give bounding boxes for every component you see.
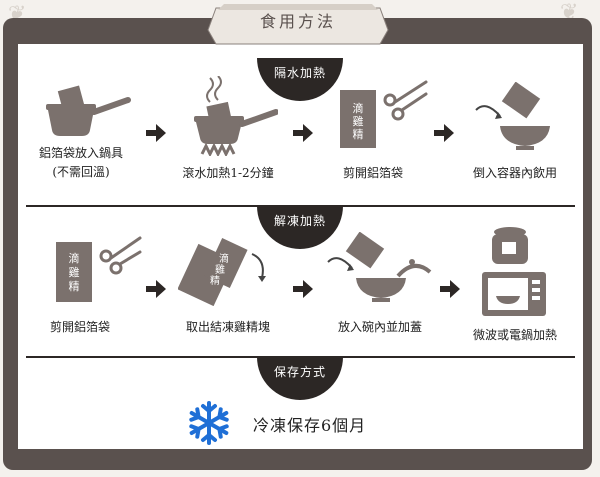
step-label: 鋁箔袋放入鍋具 (不需回溫) bbox=[38, 146, 123, 179]
boiling-pot-icon bbox=[194, 76, 278, 156]
svg-text:雞: 雞 bbox=[69, 265, 80, 279]
storage-text: 冷凍保存6個月 bbox=[253, 416, 367, 435]
step-label: 剪開鋁箔袋 bbox=[342, 166, 403, 180]
bag-label: 滴 bbox=[353, 101, 364, 115]
step-label: 倒入容器內飲用 bbox=[472, 166, 557, 180]
arrow-right-icon bbox=[293, 124, 313, 142]
step-label: 放入碗內並加蓋 bbox=[337, 320, 422, 334]
bowl-with-lid-icon bbox=[327, 232, 432, 302]
bag-scissors-icon: 滴 雞 精 bbox=[340, 80, 428, 148]
svg-text:雞: 雞 bbox=[215, 263, 225, 276]
arrow-right-icon bbox=[293, 280, 313, 298]
arrow-right-icon bbox=[146, 280, 166, 298]
svg-text:精: 精 bbox=[210, 274, 220, 287]
step-label: 剪開鋁箔袋 bbox=[49, 320, 110, 334]
snowflake-icon bbox=[186, 401, 232, 445]
bag-scissors-icon: 滴 雞 精 bbox=[56, 236, 142, 302]
pot-with-bag-icon bbox=[46, 85, 131, 136]
step-label: 微波或電鍋加熱 bbox=[472, 328, 557, 342]
svg-text:滴: 滴 bbox=[69, 251, 80, 265]
frozen-block-icon: 滴 雞 精 bbox=[178, 238, 266, 306]
svg-text:滴: 滴 bbox=[219, 252, 229, 265]
arrow-right-icon bbox=[146, 124, 166, 142]
title-banner: 食用方法 bbox=[206, 0, 390, 50]
rice-cooker-microwave-icon bbox=[482, 227, 546, 316]
pour-into-bowl-icon bbox=[475, 82, 550, 150]
svg-text:雞: 雞 bbox=[353, 114, 364, 128]
arrow-right-icon bbox=[440, 280, 460, 298]
svg-text:精: 精 bbox=[353, 128, 364, 141]
arrow-right-icon bbox=[434, 124, 454, 142]
page-title: 食用方法 bbox=[259, 12, 336, 31]
svg-text:精: 精 bbox=[69, 280, 80, 293]
step-label: 滾水加熱1-2分鐘 bbox=[182, 166, 274, 180]
step-label: 取出結凍雞精塊 bbox=[185, 320, 270, 334]
